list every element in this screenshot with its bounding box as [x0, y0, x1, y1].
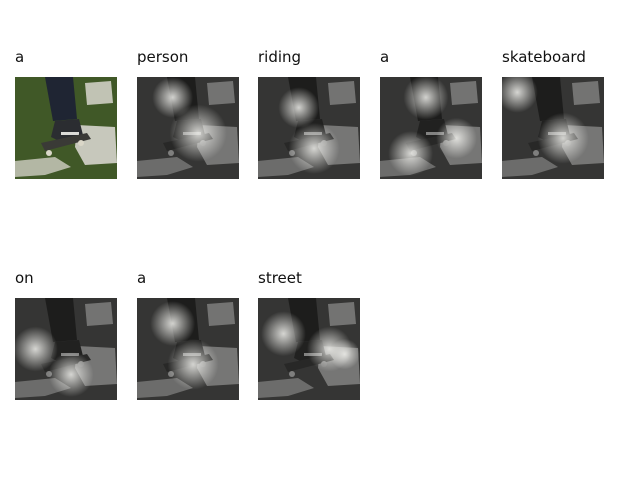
attention-spot [152, 77, 194, 118]
word-label: on [15, 269, 34, 287]
attention-map [502, 77, 604, 179]
attention-spot [150, 301, 196, 346]
attention-spot [167, 338, 219, 390]
attention-spot [537, 112, 589, 164]
plank [328, 302, 356, 326]
word-label: a [15, 48, 25, 66]
plank [258, 378, 314, 398]
plank [85, 81, 113, 105]
plank [572, 81, 600, 105]
plank [15, 157, 71, 177]
word-label: person [137, 48, 189, 66]
attention-map [258, 298, 360, 400]
shoe-sole [426, 132, 444, 135]
attention-spot [436, 117, 477, 159]
attention-map [380, 77, 482, 179]
word-label: street [258, 269, 302, 287]
attention-spot [388, 131, 434, 176]
plank [450, 81, 478, 105]
skateboard-wheel [78, 140, 84, 146]
plank [207, 81, 235, 105]
attention-spot [15, 326, 58, 372]
skateboard-wheel [289, 371, 295, 377]
source-image [15, 77, 117, 179]
skateboard-wheel [533, 150, 539, 156]
attention-spot [261, 311, 306, 357]
attention-spot [288, 122, 340, 174]
attention-map [137, 77, 239, 179]
attention-spot [329, 338, 360, 370]
word-label: a [137, 269, 147, 287]
plank [328, 81, 356, 105]
skateboard [41, 133, 91, 151]
plank [85, 302, 113, 326]
attention-spot [169, 104, 227, 162]
attention-map [15, 298, 117, 400]
word-label: riding [258, 48, 302, 66]
shoe-sole [61, 132, 79, 135]
attention-spot [278, 87, 320, 128]
jeans [45, 298, 77, 342]
attention-spot [48, 352, 94, 397]
word-label: a [380, 48, 390, 66]
jeans [45, 77, 77, 121]
jeans [532, 77, 564, 121]
shoe [51, 119, 83, 141]
attention-spot [403, 77, 449, 120]
plank [137, 157, 193, 177]
skateboard-wheel [168, 150, 174, 156]
word-label: skateboard [502, 48, 586, 66]
attention-map [137, 298, 239, 400]
plank [502, 157, 558, 177]
plank [207, 302, 235, 326]
skateboard-wheel [46, 150, 52, 156]
attention-map [258, 77, 360, 179]
attention-spot [502, 77, 538, 113]
scene [15, 77, 117, 179]
